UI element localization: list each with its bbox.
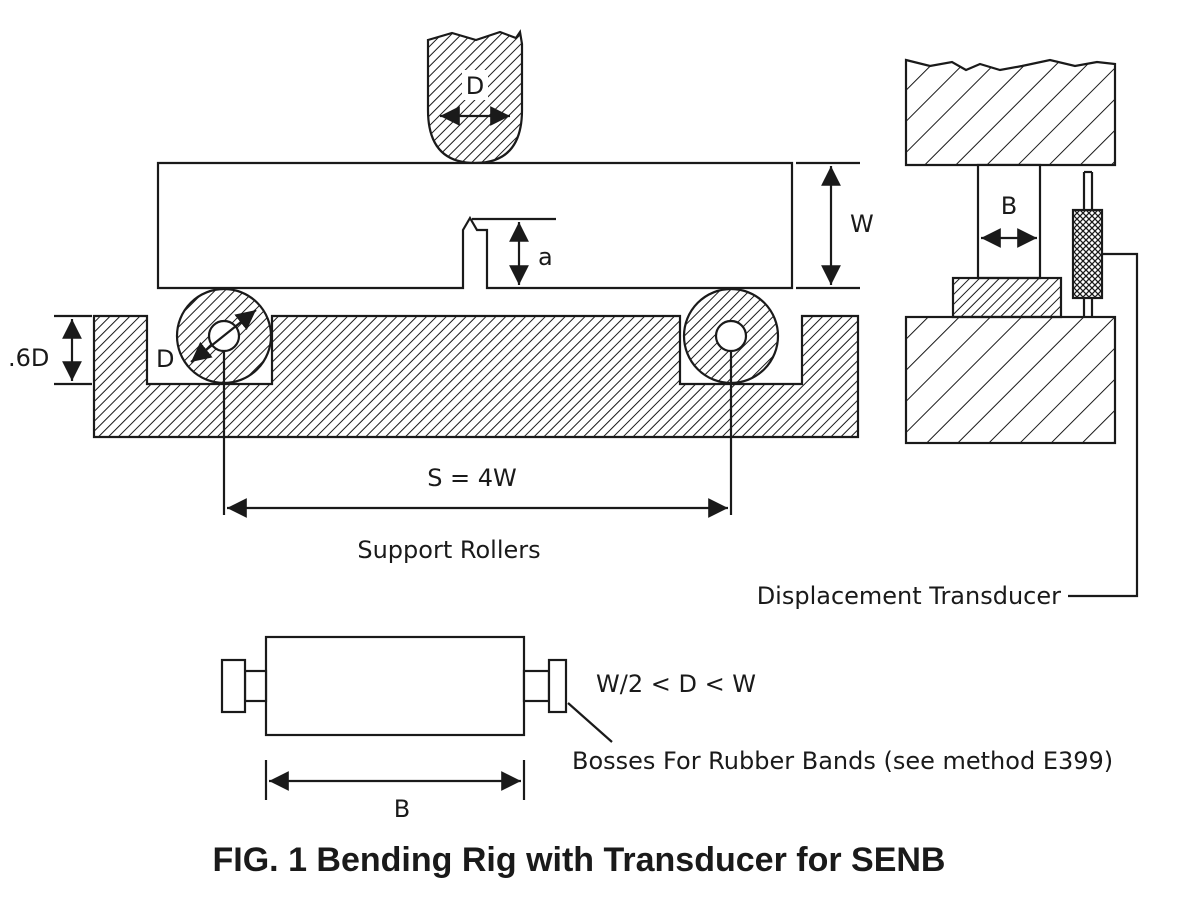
bosses-leader-line	[567, 702, 613, 743]
transducer-label: Displacement Transducer	[757, 582, 1061, 610]
side-support-block	[951, 276, 1063, 319]
transducer-body	[1071, 208, 1104, 300]
support-roller-diameter-label: D	[156, 345, 174, 373]
notch-depth-dimension: a	[472, 217, 556, 285]
notch-depth-label: a	[538, 243, 553, 271]
thickness-label: B	[1001, 192, 1017, 220]
span-label: S = 4W	[427, 464, 517, 492]
roller-offset-label: .6D	[8, 344, 49, 372]
support-roller-diameter-arrow	[190, 309, 257, 363]
right-boss	[547, 658, 568, 714]
span-dimension: S = 4W	[222, 352, 733, 518]
specimen-width-label: W	[850, 210, 874, 238]
displacement-transducer: Displacement Transducer	[757, 170, 1139, 610]
left-boss	[220, 658, 247, 714]
transducer-leader-line	[1068, 252, 1139, 598]
side-loading-block	[904, 58, 1117, 167]
loading-roller-diameter-label: D	[466, 72, 484, 100]
figure-caption: FIG. 1 Bending Rig with Transducer for S…	[213, 841, 946, 879]
roller-body	[264, 635, 526, 737]
loading-roller: D	[426, 29, 524, 165]
left-support-roller: D	[156, 287, 273, 385]
base-fixture	[92, 314, 860, 439]
diameter-condition-label: W/2 < D < W	[596, 670, 756, 698]
side-view: B	[904, 58, 1117, 445]
support-rollers-label: Support Rollers	[357, 536, 540, 564]
roller-detail: B	[220, 635, 613, 823]
specimen-beam	[156, 161, 794, 290]
specimen-width-dimension: W	[796, 161, 874, 290]
bosses-note-label: Bosses For Rubber Bands (see method E399…	[572, 747, 1113, 775]
roller-offset-dimension: .6D	[8, 314, 92, 386]
roller-length-label: B	[394, 795, 410, 823]
side-specimen	[976, 163, 1042, 280]
side-base-block	[904, 315, 1117, 445]
